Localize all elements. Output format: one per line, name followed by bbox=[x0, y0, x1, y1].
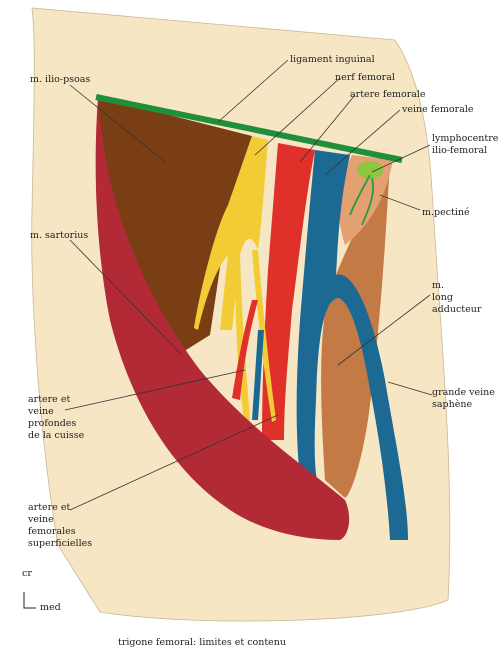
label-long-adducteur-1: m. bbox=[432, 280, 444, 291]
diagram-caption: trigone femoral: limites et contenu bbox=[118, 637, 286, 648]
label-saphene-1: grande veine bbox=[432, 387, 495, 398]
inguinal-ligament bbox=[95, 94, 403, 163]
label-superficielles-3: femorales bbox=[28, 526, 76, 537]
label-ligament-inguinal: ligament inguinal bbox=[290, 54, 375, 65]
femoral-vein bbox=[296, 150, 408, 540]
label-sartorius: m. sartorius bbox=[30, 230, 88, 241]
nerve-branch bbox=[235, 255, 250, 422]
label-veine-femorale: veine femorale bbox=[401, 104, 474, 115]
pectineus-muscle bbox=[339, 155, 393, 245]
label-lymphocentre-1: lymphocentre bbox=[432, 133, 499, 144]
label-lymphocentre-2: ilio-femoral bbox=[432, 145, 487, 156]
femoral-nerve bbox=[194, 136, 268, 330]
label-medial: med bbox=[40, 602, 61, 613]
long-adductor-muscle bbox=[321, 160, 390, 498]
lymph-vessel bbox=[349, 174, 374, 226]
label-profondes-2: veine bbox=[27, 406, 54, 417]
label-profondes-3: profondes bbox=[28, 418, 76, 429]
leader-lines bbox=[64, 59, 433, 511]
label-superficielles-4: superficielles bbox=[28, 538, 92, 549]
deep-vein bbox=[252, 330, 264, 420]
sartorius-muscle bbox=[95, 97, 350, 540]
label-long-adducteur-2: long bbox=[432, 292, 453, 303]
label-profondes-4: de la cuisse bbox=[28, 430, 85, 441]
label-long-adducteur-3: adducteur bbox=[432, 304, 482, 315]
label-cranial: cr bbox=[22, 568, 32, 579]
label-saphene-2: saphène bbox=[432, 399, 472, 410]
label-superficielles-1: artere et bbox=[28, 502, 70, 513]
deep-artery bbox=[232, 300, 258, 400]
label-artere-femorale: artere femorale bbox=[350, 89, 426, 100]
label-ilio-psoas: m. ilio-psoas bbox=[30, 74, 90, 85]
label-superficielles-2: veine bbox=[27, 514, 54, 525]
orientation-axes-icon bbox=[23, 592, 36, 609]
label-profondes-1: artere et bbox=[28, 394, 70, 405]
nerve-branch bbox=[252, 250, 276, 422]
femoral-artery bbox=[262, 143, 315, 440]
label-nerf-femoral: nerf femoral bbox=[335, 72, 395, 83]
label-pectine: m.pectiné bbox=[422, 207, 470, 218]
lymph-node bbox=[357, 161, 383, 179]
